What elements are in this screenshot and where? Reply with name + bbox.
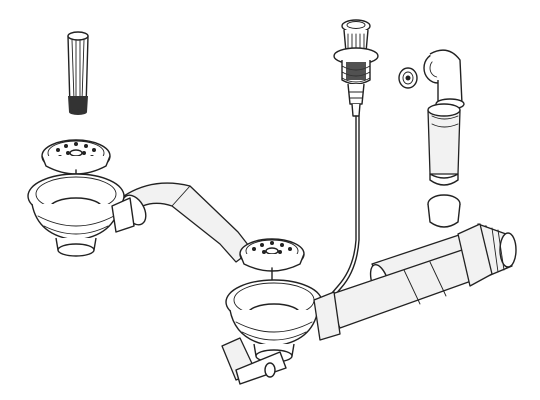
cable	[325, 115, 360, 303]
overflow-pipe	[117, 182, 253, 263]
basket-waste-right	[221, 279, 341, 385]
plug-tool	[67, 31, 89, 115]
trap-connector	[457, 223, 517, 287]
overflow-fitting	[427, 103, 461, 228]
strainer-basket-left	[41, 139, 111, 189]
basket-waste-left	[27, 173, 135, 257]
overflow-outlet	[398, 49, 465, 110]
remote-control-knob	[333, 19, 379, 117]
strainer-basket-right	[239, 238, 305, 301]
